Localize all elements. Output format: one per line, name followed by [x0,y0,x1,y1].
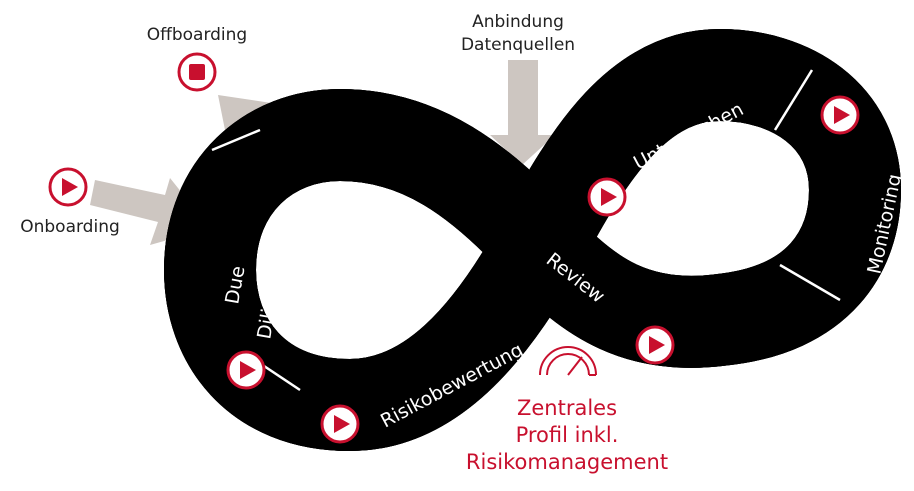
profile-line-1: Zentrales [517,396,617,420]
play-icons [48,95,860,444]
play-icon-onboarding[interactable] [48,167,88,207]
onboarding-label: Onboarding [20,217,120,237]
offboarding-label: Offboarding [147,25,247,45]
profile-line-3: Risikomanagement [466,450,668,474]
stage-diligence: Diligence [253,250,290,341]
play-icon[interactable] [820,95,860,135]
play-icon[interactable] [635,325,675,365]
datasources-label-1: Anbindung [472,12,564,32]
play-icon[interactable] [226,350,266,390]
datasources-arrow [490,60,555,165]
profile-line-2: Profil inkl. [516,423,619,447]
stop-icon-offboarding[interactable] [177,52,217,92]
gauge-icon [539,346,597,376]
datasources-label-2: Datenquellen [461,35,575,55]
play-icon[interactable] [587,177,627,217]
play-icon[interactable] [320,404,360,444]
